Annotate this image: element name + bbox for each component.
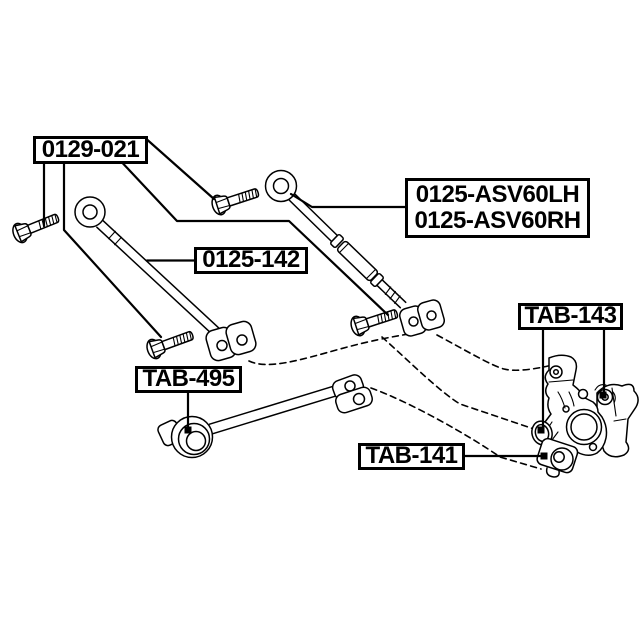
part-number-text: TAB-495	[142, 365, 235, 393]
part-number-text-lh: 0125-ASV60LH	[415, 180, 580, 208]
strut-rod-drawing	[157, 374, 373, 459]
part-label-knuckle-bushing: TAB-143	[518, 302, 623, 330]
part-number-text-rh: 0125-ASV60RH	[414, 207, 581, 234]
assembly-dashed-lines	[248, 331, 549, 470]
part-label-lower-arm-bushing: TAB-141	[358, 442, 465, 470]
part-number-text: 0129-021	[41, 135, 140, 163]
adjustable-arm-drawing	[264, 169, 446, 337]
part-number-text: TAB-141	[365, 442, 458, 470]
part-label-lateral-rod: 0125-142	[194, 246, 308, 274]
part-number-text: 0125-142	[202, 246, 300, 274]
part-label-strut-rod-bushing: TAB-495	[135, 365, 242, 393]
lateral-rod-drawing	[74, 196, 257, 362]
knuckle-drawing	[531, 354, 639, 478]
part-number-text: TAB-143	[524, 302, 617, 330]
part-label-camber-bolt: 0129-021	[33, 136, 148, 164]
part-label-adjustable-arm: 0125-ASV60LH 0125-ASV60RH	[405, 178, 590, 238]
leader-lines	[42, 138, 607, 460]
